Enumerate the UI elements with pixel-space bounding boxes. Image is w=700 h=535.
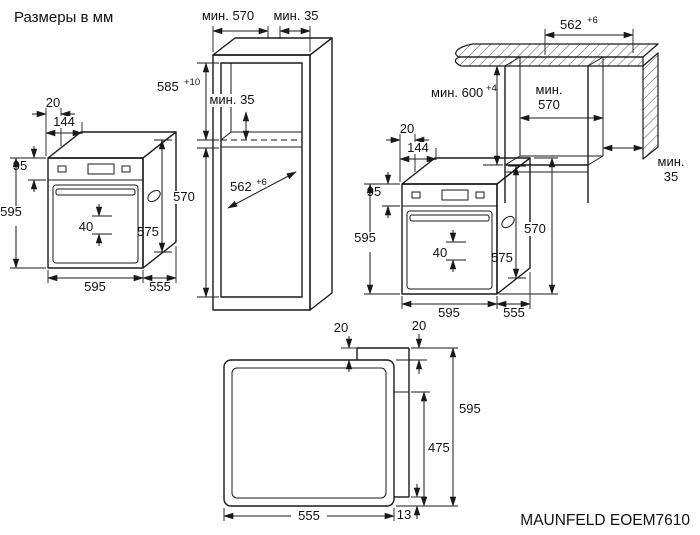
dim-front-height: 595: [459, 401, 481, 416]
dim-counter-niche-width-tol: +6: [587, 15, 598, 26]
dim-right-body-height: 575: [491, 250, 513, 265]
dim-counter-height-min: мин. 600: [431, 85, 483, 100]
dim-left-panel-height: 95: [13, 158, 27, 173]
under-counter-installation: 562 +6 мин. 600 +4 мин. 570 мин. 35: [431, 15, 685, 203]
dim-counter-niche-width: 562: [560, 17, 582, 32]
dim-left-top-inset: 20: [46, 95, 60, 110]
model-label: MAUNFELD EOEM7610: [520, 512, 690, 529]
dim-right-height: 595: [354, 230, 376, 245]
dim-left-body-height: 575: [137, 224, 159, 239]
dim-right-handle-gap: 40: [433, 245, 447, 260]
oven-left-drawing: 20 144 95 595 40 575 595 555: [0, 95, 176, 294]
front-profile-view: 20 20 595 475 555 13: [223, 318, 481, 523]
dim-left-depth: 555: [149, 279, 171, 294]
dim-right-depth: 555: [503, 305, 525, 320]
dim-column-niche-width-tol: +6: [256, 177, 267, 188]
dim-counter-rear-gap-value: 35: [664, 169, 678, 184]
wall-section: [642, 52, 659, 160]
dim-column-vent-min: мин. 35: [209, 92, 254, 107]
dim-counter-height-tol: +4: [486, 83, 497, 94]
dim-front-frame-overhang: 20: [412, 318, 426, 333]
dim-front-top-overhang: 20: [334, 320, 348, 335]
dim-counter-depth-min-value: 570: [538, 97, 560, 112]
dim-left-panel-depth: 144: [53, 114, 75, 129]
dim-column-depth-min: мин. 570: [202, 8, 254, 23]
dim-counter-rear-gap-word: мин.: [658, 154, 685, 169]
dim-left-handle-gap: 40: [79, 219, 93, 234]
dim-right-panel-height: 95: [367, 184, 381, 199]
dim-column-rear-gap-min: мин. 35: [273, 8, 318, 23]
dim-column-lower-niche-height: 570: [173, 189, 195, 204]
dim-left-width: 595: [84, 279, 106, 294]
dim-right-width: 595: [438, 305, 460, 320]
dim-right-top-inset: 20: [400, 121, 414, 136]
dim-right-panel-depth: 144: [407, 140, 429, 155]
dim-column-niche-height: 585: [157, 79, 179, 94]
oven-right-drawing: 570 20 144 95 595 40 575 595 555: [354, 121, 558, 320]
dim-front-width: 555: [298, 508, 320, 523]
dim-counter-depth-min-word: мин.: [536, 82, 563, 97]
tall-cabinet-column: мин. 570 мин. 35 585 +10 мин. 35 570 562…: [157, 8, 333, 311]
dim-column-niche-height-tol: +10: [184, 77, 200, 88]
dim-front-inner-height: 475: [428, 440, 450, 455]
oven-left-geometry: [10, 108, 176, 283]
dim-right-niche-height: 570: [524, 221, 546, 236]
dim-front-bottom-overhang: 13: [397, 507, 411, 522]
page-title: Размеры в мм: [14, 9, 113, 26]
worktop-slab: [455, 43, 659, 58]
dim-left-height: 595: [0, 204, 22, 219]
dim-column-niche-width: 562: [230, 179, 252, 194]
